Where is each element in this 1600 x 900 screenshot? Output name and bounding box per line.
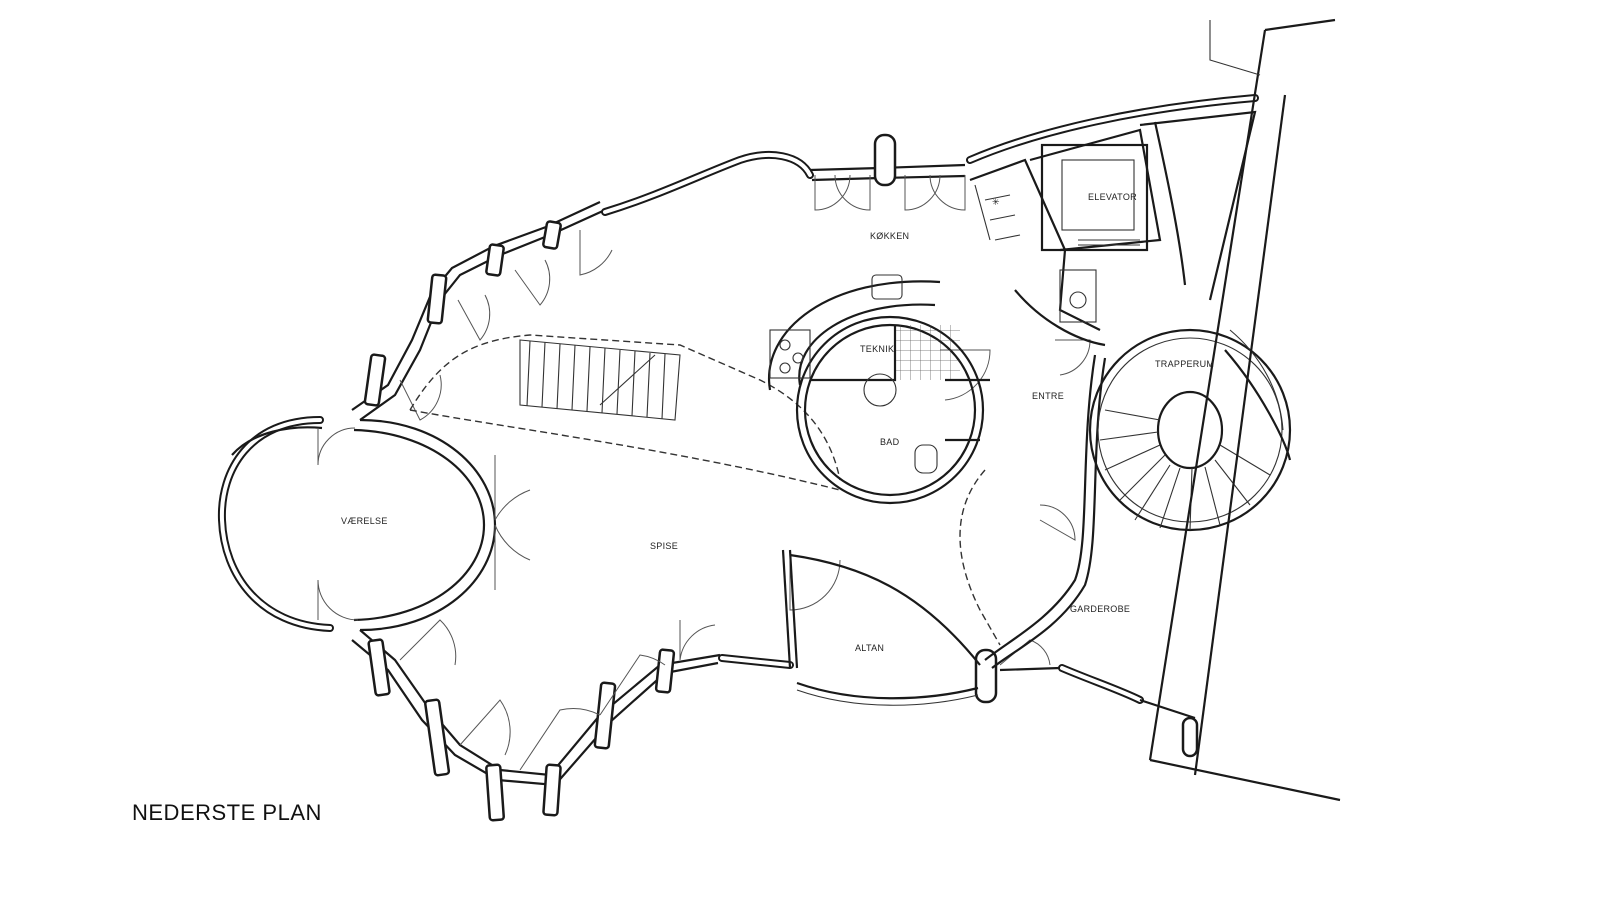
label-kitchen: KØKKEN <box>870 231 909 241</box>
upper-floor-outline <box>409 334 1001 646</box>
service-block: ✳ <box>969 110 1257 331</box>
label-stairwell: TRAPPERUM <box>1155 359 1214 369</box>
plan-title: NEDERSTE PLAN <box>132 800 322 825</box>
svg-text:✳: ✳ <box>992 197 1000 207</box>
label-wardrobe: GARDEROBE <box>1070 604 1130 614</box>
label-dining: SPISE <box>650 541 678 551</box>
spiral-stair <box>1088 328 1292 532</box>
dining-stair <box>519 339 681 421</box>
label-bath: BAD <box>880 437 900 447</box>
label-room: VÆRELSE <box>341 516 388 526</box>
label-balcony: ALTAN <box>855 643 884 653</box>
site-boundaries <box>1148 18 1341 802</box>
label-entrance: ENTRE <box>1032 391 1064 401</box>
entrance-walls <box>984 289 1107 669</box>
door-swings <box>317 174 1091 771</box>
room-labels: KØKKEN VÆRELSE SPISE TEKNIK BAD ENTRE EL… <box>341 192 1214 653</box>
label-elevator: ELEVATOR <box>1088 192 1137 202</box>
label-technical: TEKNIK <box>860 344 894 354</box>
balcony <box>781 549 981 706</box>
wall-piers <box>363 133 1199 822</box>
bath-core <box>767 274 990 505</box>
